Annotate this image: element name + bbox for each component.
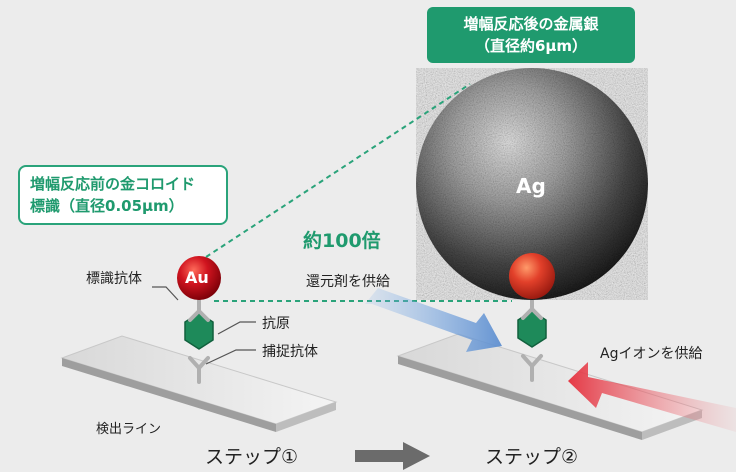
step-arrow <box>355 442 430 470</box>
antigen-hexagon-step2 <box>517 310 547 348</box>
silver-sphere <box>416 68 648 300</box>
gold-particle <box>177 256 221 300</box>
gold-core-in-silver <box>509 253 555 299</box>
antigen-label: 抗原 <box>262 316 290 332</box>
step2-label: ステップ② <box>485 446 579 468</box>
reducing-agent-arrow <box>365 288 502 352</box>
gold-callout-line1: 増幅反応前の金コロイド <box>30 175 196 193</box>
ag-ion-label: Agイオンを供給 <box>600 346 703 362</box>
gold-callout-line2: 標識（直径0.05μm） <box>30 197 184 215</box>
detection-line-label: 検出ライン <box>96 422 162 437</box>
au-label: Au <box>185 268 209 287</box>
labeled-antibody-step1 <box>188 298 210 322</box>
ratio-label: 約100倍 <box>303 230 381 252</box>
antigen-hexagon-step1 <box>184 312 214 350</box>
silver-callout-line1: 増幅反応後の金属銀 <box>463 15 599 33</box>
step1-label: ステップ① <box>205 446 299 468</box>
capture-antibody-label: 捕捉抗体 <box>262 344 318 360</box>
reducing-agent-label: 還元剤を供給 <box>306 274 390 290</box>
capture-antibody-step1 <box>188 356 210 384</box>
label-leader-lines <box>152 286 256 365</box>
silver-callout-line2: （直径約6μm） <box>474 37 588 55</box>
ag-ion-arrow <box>568 362 736 432</box>
gold-colloid-callout: 増幅反応前の金コロイド 標識（直径0.05μm） <box>18 165 228 225</box>
capture-antibody-step2 <box>521 354 543 382</box>
labeled-antibody-label: 標識抗体 <box>86 271 142 287</box>
ag-label: Ag <box>516 174 546 198</box>
silver-metal-callout: 増幅反応後の金属銀 （直径約6μm） <box>427 7 635 63</box>
scale-guide-lines <box>205 83 512 302</box>
